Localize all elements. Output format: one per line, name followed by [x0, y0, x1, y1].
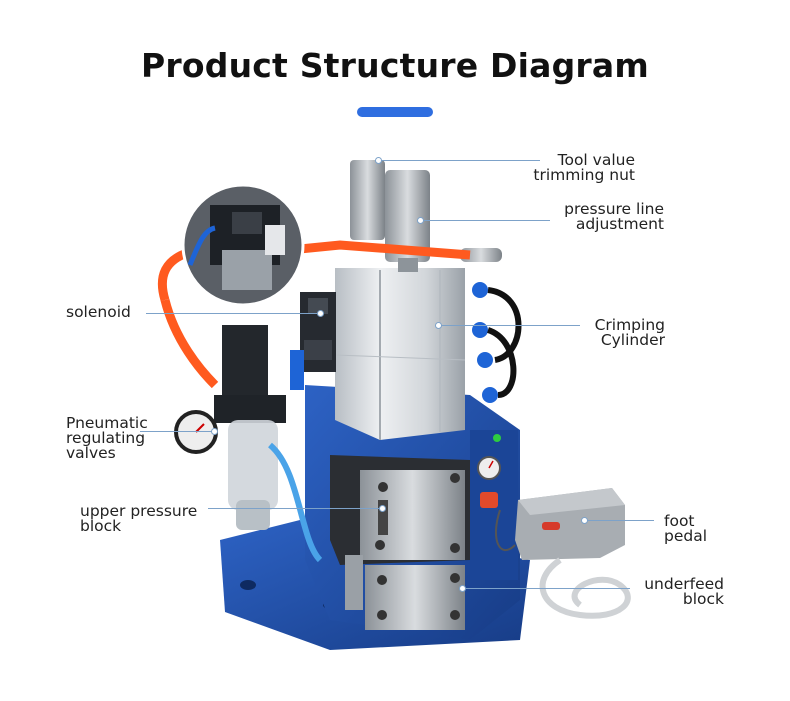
label-line: valves — [66, 444, 116, 462]
leader-crimping-cylinder — [438, 325, 580, 326]
label-line: adjustment — [575, 215, 664, 233]
leader-dot-tool-value — [375, 157, 382, 164]
leader-foot-pedal — [584, 520, 654, 521]
label-line: Tool value — [557, 151, 635, 169]
leader-dot-pressure-line — [417, 217, 424, 224]
leader-pressure-line — [420, 220, 550, 221]
label-underfeed-block: underfeed block — [644, 575, 724, 608]
leader-pneumatic-valves — [140, 431, 214, 432]
leader-dot-crimping-cylinder — [435, 322, 442, 329]
crimping-cylinder-shape — [334, 268, 466, 440]
upper-pressure-block-shape — [330, 455, 470, 565]
label-line: Pneumatic — [66, 414, 148, 432]
leader-dot-upper-pressure-block — [379, 505, 386, 512]
leader-dot-solenoid — [317, 310, 324, 317]
label-line: regulating — [66, 429, 146, 447]
leader-underfeed-block — [462, 588, 630, 589]
label-line: solenoid — [66, 303, 131, 321]
label-foot-pedal: foot pedal — [664, 512, 708, 545]
leader-dot-pneumatic-valves — [211, 428, 218, 435]
leader-solenoid — [146, 313, 320, 314]
label-line: Crimping — [594, 316, 665, 334]
leader-tool-value — [378, 160, 540, 161]
label-line: foot — [664, 512, 695, 530]
label-line: upper pressure — [80, 502, 198, 520]
leader-dot-foot-pedal — [581, 517, 588, 524]
label-crimping-cylinder: Crimping Cylinder — [594, 316, 665, 349]
page-title: Product Structure Diagram — [141, 46, 649, 85]
label-line: block — [80, 517, 122, 535]
leader-upper-pressure-block — [208, 508, 382, 509]
label-pneumatic-regulating-valves: Pneumatic regulating valves — [66, 414, 148, 462]
label-line: Cylinder — [600, 331, 665, 349]
label-tool-value-trimming-nut: Tool value trimming nut — [533, 151, 635, 184]
label-solenoid: solenoid — [66, 303, 131, 321]
solenoid-inset — [181, 183, 305, 307]
solenoid-shape — [300, 292, 336, 372]
title-accent-bar — [357, 107, 433, 117]
label-line: block — [682, 590, 724, 608]
pneumatic-regulator-shape — [174, 325, 323, 563]
label-line: underfeed — [644, 575, 724, 593]
underfeed-block-shape — [345, 555, 465, 630]
label-pressure-line-adjustment: pressure line adjustment — [564, 200, 664, 233]
small-gauge — [477, 434, 501, 508]
label-line: trimming nut — [533, 166, 635, 184]
foot-pedal-shape — [495, 488, 631, 619]
knurled-knobs — [350, 160, 430, 272]
label-line: pressure line — [564, 200, 664, 218]
leader-dot-underfeed-block — [459, 585, 466, 592]
label-line: pedal — [664, 527, 708, 545]
label-upper-pressure-block: upper pressure block — [80, 502, 198, 535]
